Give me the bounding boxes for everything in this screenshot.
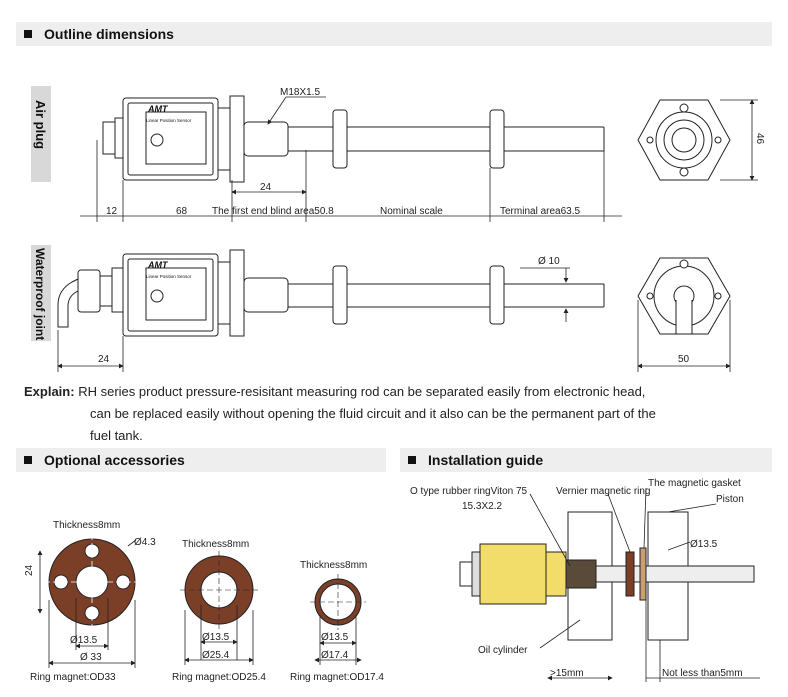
magnet2-id: Ø13.5	[202, 632, 230, 643]
head-label-bottom: Linear Position Sensor	[146, 274, 192, 279]
magnet1-hole: Ø4.3	[134, 537, 156, 548]
magnet1-side: 24	[24, 564, 35, 576]
section-title-accessories: Optional accessories	[44, 452, 185, 468]
explain-label: Explain:	[24, 384, 75, 399]
magnet1-od: Ø 33	[80, 652, 102, 663]
magnet3-thickness: Thickness8mm	[300, 560, 367, 571]
magnet2-od: Ø25.4	[202, 650, 230, 661]
end-view-waterproof	[637, 257, 731, 335]
ring-magnet-od33	[44, 534, 140, 630]
section-title-outline: Outline dimensions	[44, 26, 174, 42]
section-header-outline: Outline dimensions	[16, 22, 772, 46]
explain-line-2: can be replaced easily without opening t…	[90, 406, 656, 421]
ring-magnet-od25	[180, 551, 258, 629]
magnet3-caption: Ring magnet:OD17.4	[290, 672, 384, 683]
ring-magnet-od17	[310, 574, 366, 630]
end-view-air-plug	[637, 99, 731, 181]
install-phi: Ø13.5	[690, 539, 718, 550]
magnet3-od: Ø17.4	[321, 650, 349, 661]
explain-line-1: RH series product pressure-resisitant me…	[78, 384, 646, 399]
sensor-air-plug	[102, 95, 605, 183]
magnet1-caption: Ring magnet:OD33	[30, 672, 116, 683]
dim-24-top: 24	[260, 182, 272, 193]
explain-line-3: fuel tank.	[90, 428, 143, 443]
bullet-square-icon	[24, 30, 32, 38]
dim-68: 68	[176, 206, 188, 217]
install-piston: Piston	[716, 494, 744, 505]
dim-46: 46	[754, 133, 765, 145]
dim-blind-area: The first end blind area50.8	[212, 206, 334, 217]
section-header-accessories: Optional accessories	[16, 448, 386, 472]
install-vernier: Vernier magnetic ring	[556, 486, 651, 497]
brand-logo-top: AMT	[147, 104, 169, 114]
installation-diagram	[459, 511, 755, 641]
install-notless: Not less than5mm	[662, 668, 743, 679]
magnet2-caption: Ring magnet:OD25.4	[172, 672, 266, 683]
sensor-waterproof	[57, 249, 605, 337]
section-title-installation: Installation guide	[428, 452, 544, 468]
magnet3-id: Ø13.5	[321, 632, 349, 643]
view-label-waterproof: Waterproof joint	[33, 248, 47, 340]
install-oring: O type rubber ringViton 75	[410, 486, 528, 497]
dim-nominal-scale: Nominal scale	[380, 206, 443, 217]
explain-paragraph: Explain: RH series product pressure-resi…	[24, 381, 774, 447]
install-gt15: >15mm	[550, 668, 584, 679]
install-oil-cylinder: Oil cylinder	[478, 645, 528, 656]
view-label-air-plug: Air plug	[33, 100, 48, 149]
bullet-square-icon	[408, 456, 416, 464]
dim-24-bottom: 24	[98, 354, 110, 365]
dim-12: 12	[106, 206, 118, 217]
view-label-waterproof-bg	[31, 245, 51, 341]
dim-phi10: Ø 10	[538, 256, 560, 267]
install-oring-size: 15.3X2.2	[462, 501, 502, 512]
dim-thread: M18X1.5	[280, 87, 320, 98]
bullet-square-icon	[24, 456, 32, 464]
head-label-top: Linear Position Sensor	[146, 118, 192, 123]
dim-50: 50	[678, 354, 690, 365]
magnet2-thickness: Thickness8mm	[182, 539, 249, 550]
magnet1-thickness: Thickness8mm	[53, 520, 120, 531]
magnet1-id: Ø13.5	[70, 635, 98, 646]
brand-logo-bottom: AMT	[147, 260, 169, 270]
section-header-installation: Installation guide	[400, 448, 772, 472]
dim-terminal-area: Terminal area63.5	[500, 206, 580, 217]
view-label-air-plug-bg	[31, 86, 51, 182]
install-gasket: The magnetic gasket	[648, 478, 741, 489]
